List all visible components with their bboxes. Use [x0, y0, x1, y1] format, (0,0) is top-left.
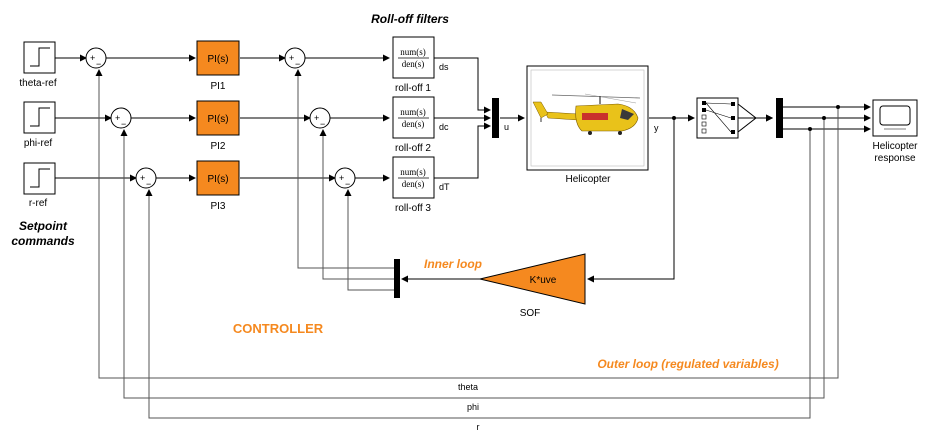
svg-text:−: − — [345, 179, 350, 189]
feedback-label-r: r — [477, 422, 480, 432]
signal-label: dT — [439, 182, 450, 192]
svg-text:−: − — [146, 179, 151, 189]
svg-text:−: − — [295, 59, 300, 69]
rolloff-caption: roll-off 1 — [395, 83, 431, 94]
helicopter-icon — [532, 93, 641, 135]
svg-text:PI(s): PI(s) — [207, 54, 228, 65]
scope-caption-2: response — [874, 153, 916, 164]
rolloff-title: Roll-off filters — [371, 12, 449, 26]
pi-caption: PI2 — [210, 141, 225, 152]
setpoint-heading-2: commands — [11, 234, 75, 248]
plant-caption: Helicopter — [565, 174, 611, 185]
svg-text:PI(s): PI(s) — [207, 114, 228, 125]
setpoint-r[interactable]: r-ref — [23, 162, 56, 209]
pi-block-2[interactable]: PI(s) PI2 — [196, 100, 240, 152]
setpoint-phi[interactable]: phi-ref — [23, 101, 56, 149]
feedback-label-theta: theta — [458, 382, 478, 392]
scope-block[interactable]: Helicopter response — [872, 99, 918, 164]
pi-block-3[interactable]: PI(s) PI3 — [196, 160, 240, 212]
selector-block[interactable] — [696, 97, 739, 139]
sum-outer-phi[interactable]: + − — [110, 107, 132, 129]
svg-text:+: + — [289, 53, 294, 63]
rolloff-caption: roll-off 3 — [395, 203, 431, 214]
helicopter-plant[interactable]: Helicopter y — [526, 65, 659, 185]
setpoint-label: theta-ref — [19, 78, 56, 89]
svg-text:−: − — [121, 119, 126, 129]
svg-text:num(s): num(s) — [400, 107, 426, 117]
feedback-label-phi: phi — [467, 402, 479, 412]
sof-gain-block[interactable]: K*uve SOF — [479, 253, 586, 319]
svg-text:+: + — [140, 173, 145, 183]
wires — [55, 54, 871, 419]
pi-block-1[interactable]: PI(s) PI1 — [196, 40, 240, 92]
setpoint-heading-1: Setpoint — [19, 219, 68, 233]
pi-caption: PI3 — [210, 201, 225, 212]
setpoint-theta[interactable]: theta-ref — [19, 41, 57, 89]
mux-output[interactable] — [776, 98, 783, 138]
svg-text:den(s): den(s) — [402, 179, 425, 189]
svg-text:+: + — [314, 113, 319, 123]
svg-text:+: + — [339, 173, 344, 183]
svg-text:num(s): num(s) — [400, 167, 426, 177]
svg-text:−: − — [320, 119, 325, 129]
signal-label: u — [504, 122, 509, 132]
rolloff-block-2[interactable]: num(s) den(s) roll-off 2 dc — [392, 96, 449, 154]
signal-label: dc — [439, 122, 449, 132]
sum-outer-r[interactable]: + − — [135, 167, 157, 189]
svg-text:PI(s): PI(s) — [207, 174, 228, 185]
sum-inner-2[interactable]: + − — [309, 107, 331, 129]
pi-caption: PI1 — [210, 81, 225, 92]
rolloff-caption: roll-off 2 — [395, 143, 431, 154]
svg-text:+: + — [90, 53, 95, 63]
signal-label: ds — [439, 62, 449, 72]
signal-label: y — [654, 123, 659, 133]
svg-text:num(s): num(s) — [400, 47, 426, 57]
sum-outer-theta[interactable]: + − — [85, 47, 107, 69]
svg-text:den(s): den(s) — [402, 59, 425, 69]
inner-loop-label: Inner loop — [424, 257, 482, 271]
controller-label: CONTROLLER — [233, 321, 324, 336]
svg-text:K*uve: K*uve — [530, 275, 557, 286]
svg-text:den(s): den(s) — [402, 119, 425, 129]
rolloff-block-3[interactable]: num(s) den(s) roll-off 3 dT — [392, 156, 450, 214]
rolloff-block-1[interactable]: num(s) den(s) roll-off 1 ds — [392, 36, 449, 94]
scope-caption-1: Helicopter — [872, 141, 918, 152]
setpoint-label: phi-ref — [24, 138, 53, 149]
outer-loop-label: Outer loop (regulated variables) — [597, 357, 778, 371]
junction-dots — [672, 105, 840, 131]
sum-inner-3[interactable]: + − — [334, 167, 356, 189]
setpoint-label: r-ref — [29, 198, 48, 209]
mux-u[interactable]: u — [492, 98, 509, 138]
sof-caption: SOF — [520, 308, 541, 319]
svg-text:−: − — [96, 59, 101, 69]
sum-inner-1[interactable]: + − — [284, 47, 306, 69]
demux-inner[interactable] — [394, 259, 400, 298]
svg-text:+: + — [115, 113, 120, 123]
